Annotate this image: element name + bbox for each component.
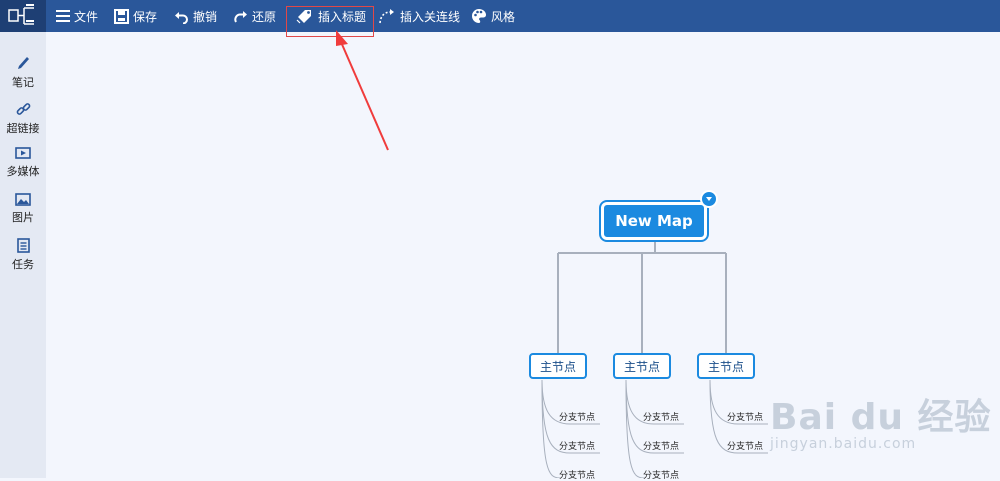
baidu-watermark: Bai du 经验 jingyan.baidu.com <box>770 388 992 452</box>
style-label: 风格 <box>491 9 516 24</box>
branch-node[interactable]: 分支节点 <box>727 442 764 452</box>
undo-button[interactable]: 撤销 <box>174 0 217 32</box>
insert-relation-button[interactable]: 插入关连线 <box>378 0 460 32</box>
style-button[interactable]: 风格 <box>471 0 515 32</box>
insert-topic-highlight <box>286 6 374 37</box>
sidebar-item-task[interactable]: 任务 <box>0 238 46 278</box>
sidebar: 笔记 超链接 多媒体 图片 任务 <box>0 32 46 478</box>
main-node[interactable]: 主节点 <box>697 353 755 379</box>
relation-line-icon <box>379 9 394 24</box>
branch-node[interactable]: 分支节点 <box>643 413 680 423</box>
sidebar-item-label: 超链接 <box>6 122 40 135</box>
watermark-logo: Bai du 经验 <box>770 397 992 438</box>
main-node[interactable]: 主节点 <box>613 353 671 379</box>
sidebar-item-label: 笔记 <box>12 76 34 89</box>
branch-node[interactable]: 分支节点 <box>643 471 680 481</box>
insert-topic-button[interactable]: 插入标题 <box>296 0 366 32</box>
watermark-url: jingyan.baidu.com <box>770 436 917 452</box>
sidebar-item-label: 多媒体 <box>6 165 40 178</box>
sidebar-item-image[interactable]: 图片 <box>0 193 46 233</box>
redo-label: 还原 <box>252 9 277 24</box>
undo-icon <box>175 11 188 24</box>
main-node[interactable]: 主节点 <box>529 353 587 379</box>
save-button[interactable]: 保存 <box>114 0 157 32</box>
file-button[interactable]: 文件 <box>56 0 98 32</box>
branch-node[interactable]: 分支节点 <box>643 442 680 452</box>
insert-relation-label: 插入关连线 <box>400 9 461 24</box>
sidebar-item-label: 任务 <box>12 258 34 271</box>
save-icon <box>114 8 129 24</box>
image-icon <box>15 193 31 206</box>
redo-icon <box>234 10 247 23</box>
link-icon <box>16 103 30 115</box>
toolbar: 文件 保存 撤销 还原 插入标题 插入关连线 风格 <box>0 0 1000 32</box>
redo-button[interactable]: 还原 <box>233 0 276 32</box>
palette-icon <box>472 9 486 23</box>
insert-topic-label: 插入标题 <box>318 9 367 24</box>
app-logo[interactable] <box>0 0 46 32</box>
pencil-icon <box>18 57 29 69</box>
tag-icon <box>296 10 311 24</box>
task-icon <box>16 238 30 253</box>
sidebar-item-notes[interactable]: 笔记 <box>0 56 46 96</box>
sidebar-item-multimedia[interactable]: 多媒体 <box>0 147 46 187</box>
sidebar-item-label: 图片 <box>12 211 34 224</box>
sidebar-item-hyperlink[interactable]: 超链接 <box>0 102 46 142</box>
branch-node[interactable]: 分支节点 <box>559 471 596 481</box>
save-label: 保存 <box>133 9 158 24</box>
branch-node[interactable]: 分支节点 <box>559 442 596 452</box>
mindmap-logo-icon <box>8 4 34 25</box>
branch-node[interactable]: 分支节点 <box>727 413 764 423</box>
collapse-toggle[interactable] <box>700 190 718 208</box>
file-label: 文件 <box>74 9 99 24</box>
undo-label: 撤销 <box>193 9 218 24</box>
root-node[interactable]: New Map <box>599 200 709 242</box>
media-icon <box>15 147 31 159</box>
branch-node[interactable]: 分支节点 <box>559 413 596 423</box>
menu-icon <box>56 10 70 22</box>
